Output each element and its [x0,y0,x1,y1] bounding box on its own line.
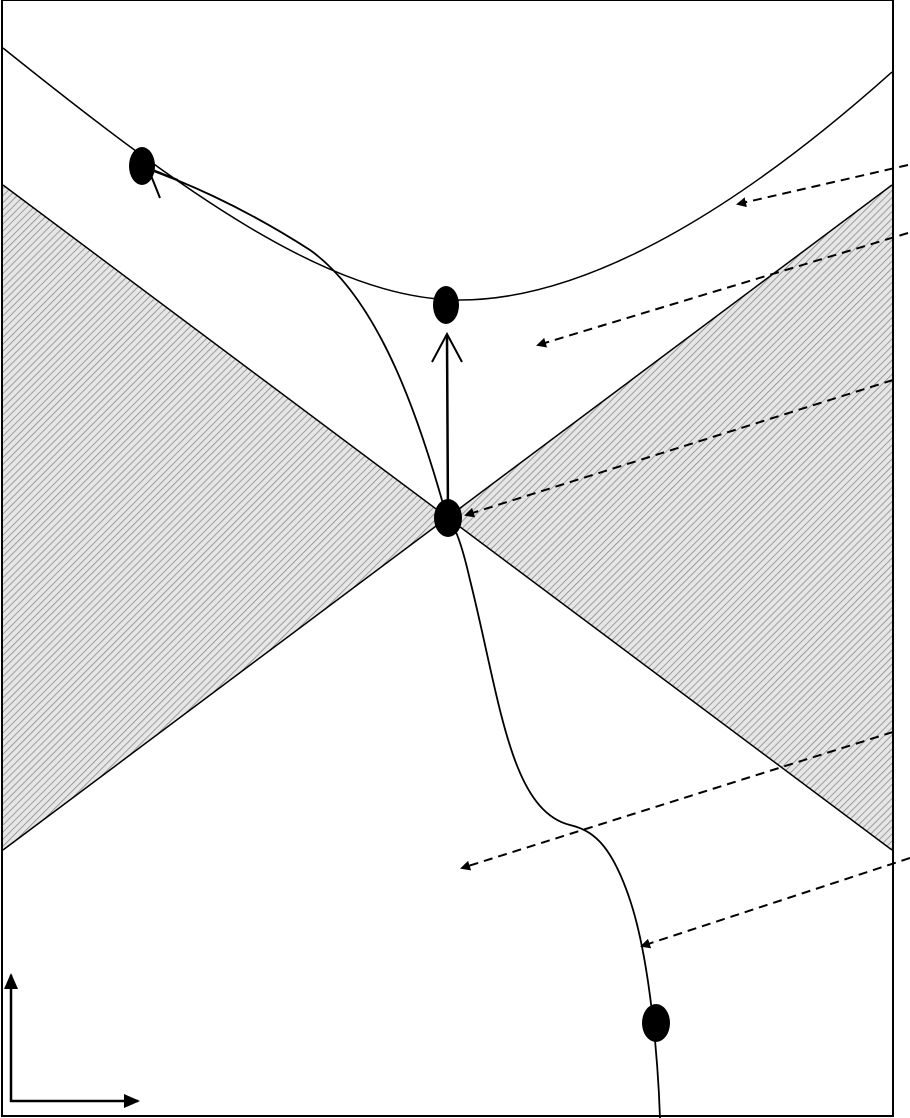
dashed-arrow-4 [460,731,894,871]
left-shaded-region [3,185,447,850]
event-dot-bottom [642,1004,670,1042]
dashed-arrows [460,164,910,949]
event-dot-hyperbola-min [433,286,459,324]
worldline-curve [141,166,661,1118]
right-shaded-region [447,185,892,850]
vertical-arrow-head-icon [431,331,463,363]
dashed-arrow-5 [640,857,910,949]
hyperbola-curve [2,47,893,301]
vertical-arrow [445,335,450,519]
dashed-arrow-2 [536,232,909,348]
event-dot-top-left [129,147,155,185]
event-dot-origin [434,499,462,537]
